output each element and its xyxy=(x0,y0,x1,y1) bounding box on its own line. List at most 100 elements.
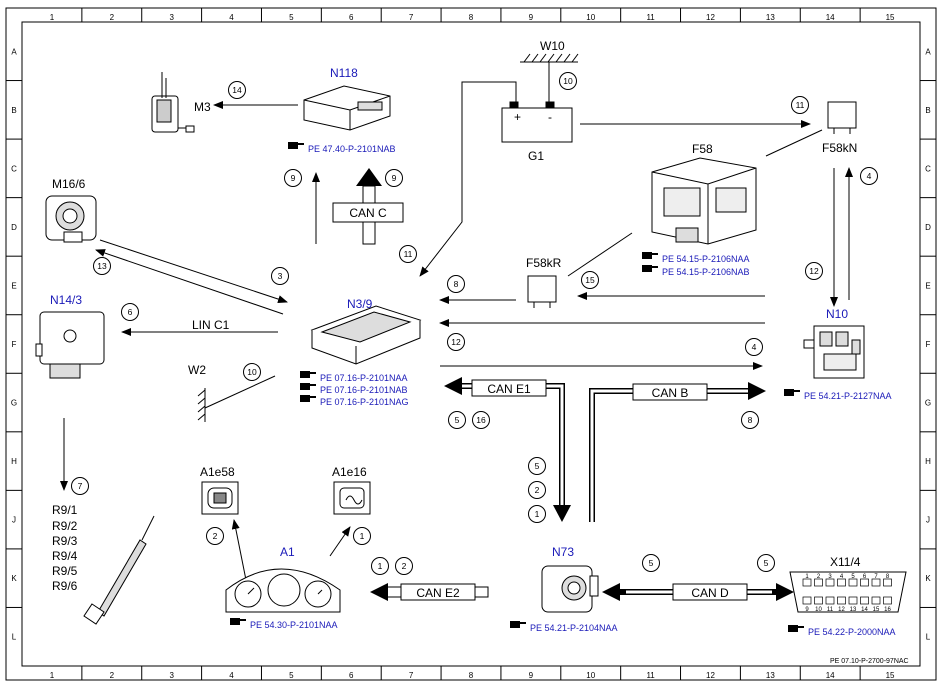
diag-pin-box xyxy=(860,578,869,587)
grid-col-label: 6 xyxy=(349,671,354,680)
grid-col-label: 7 xyxy=(409,13,414,22)
label-x11-4: X11/4 xyxy=(830,555,861,569)
line-f58-f58kn xyxy=(765,129,823,157)
pointing-hand-icon xyxy=(300,371,316,378)
grid-col-label: 2 xyxy=(110,13,115,22)
pointing-hand-icon xyxy=(510,621,526,628)
ref-n118[interactable]: PE 47.40-P-2101NAB xyxy=(308,144,396,154)
r9-glow-plug-image xyxy=(83,515,155,625)
pointing-hand-icon xyxy=(642,265,658,272)
grid-row-label: J xyxy=(12,516,16,525)
label-n73: N73 xyxy=(552,545,574,559)
grid-row-label: F xyxy=(926,340,931,349)
pointing-hand-icon xyxy=(788,625,804,632)
number-circle: 14 xyxy=(228,81,246,99)
f58-fusebox-image xyxy=(651,157,757,245)
inner-frame xyxy=(21,21,921,667)
label-w2: W2 xyxy=(188,363,206,377)
grid-col-label: 10 xyxy=(586,671,595,680)
number-circle: 5 xyxy=(528,457,546,475)
ref-f58-2[interactable]: PE 54.15-P-2106NAB xyxy=(662,267,750,277)
diag-pin-number: 16 xyxy=(884,607,891,613)
diag-pin-number: 11 xyxy=(827,607,834,613)
ref-f58-1[interactable]: PE 54.15-P-2106NAA xyxy=(662,254,750,264)
number-circle-value: 8 xyxy=(454,279,459,289)
grid-row-label: K xyxy=(11,574,17,583)
ref-n3-9-1[interactable]: PE 07.16-P-2101NAA xyxy=(320,373,408,383)
grid-col-label: 8 xyxy=(469,13,474,22)
g1-battery-image xyxy=(501,101,573,143)
can-e2-label: CAN E2 xyxy=(416,586,460,600)
label-r9-3: R9/3 xyxy=(52,534,78,548)
grid-labels: 1122334455667788991010111112121313141415… xyxy=(11,13,931,680)
grid-row-label: F xyxy=(12,340,17,349)
line-m16-n39 xyxy=(99,239,288,303)
number-circle: 12 xyxy=(447,333,465,351)
ref-x11-4[interactable]: PE 54.22-P-2000NAA xyxy=(808,627,896,637)
number-circle-value: 4 xyxy=(752,342,757,352)
number-circle-value: 2 xyxy=(402,561,407,571)
line-w2 xyxy=(204,375,276,409)
grid-row-label: C xyxy=(11,164,17,173)
number-circle-value: 4 xyxy=(867,171,872,181)
diag-pin-box xyxy=(802,596,812,605)
number-circle: 4 xyxy=(745,338,763,356)
grid-row-label: H xyxy=(925,457,931,466)
ref-n3-9-3[interactable]: PE 07.16-P-2101NAG xyxy=(320,397,409,407)
label-r9-1: R9/1 xyxy=(52,503,78,517)
grid-row-label: A xyxy=(11,47,17,56)
number-circle-value: 5 xyxy=(455,415,460,425)
number-circle-value: 11 xyxy=(404,249,413,259)
number-circle: 5 xyxy=(448,411,466,429)
ref-a1[interactable]: PE 54.30-P-2101NAA xyxy=(250,620,338,630)
grid-row-label: C xyxy=(925,164,931,173)
pointing-hand-icon xyxy=(300,395,316,402)
ref-n3-9-2[interactable]: PE 07.16-P-2101NAB xyxy=(320,385,408,395)
diag-pin-number: 8 xyxy=(886,574,890,580)
number-circle: 9 xyxy=(284,169,302,187)
grid-ticks xyxy=(6,8,936,680)
grid-col-label: 14 xyxy=(826,671,835,680)
number-circle-value: 2 xyxy=(213,531,218,541)
grid-col-label: 7 xyxy=(409,671,414,680)
line-a1-a1e16 xyxy=(329,526,351,557)
label-a1e16: A1e16 xyxy=(332,465,367,479)
grid-row-label: B xyxy=(11,106,16,115)
n14-3-glow-control-image xyxy=(35,311,105,379)
number-circle: 2 xyxy=(206,527,224,545)
grid-row-label: L xyxy=(12,633,17,642)
grid-col-label: 12 xyxy=(706,671,715,680)
label-f58kr: F58kR xyxy=(526,256,562,270)
grid-col-label: 9 xyxy=(529,13,534,22)
number-circle: 1 xyxy=(371,557,389,575)
number-circle: 16 xyxy=(472,411,490,429)
battery-minus-label: - xyxy=(548,110,552,124)
grid-row-label: E xyxy=(925,281,930,290)
grid-row-label: B xyxy=(925,106,930,115)
label-a1: A1 xyxy=(280,545,295,559)
diag-pin-box xyxy=(814,578,823,587)
label-r9-4: R9/4 xyxy=(52,549,78,563)
label-g1: G1 xyxy=(528,149,544,163)
grid-row-label: D xyxy=(925,223,931,232)
ref-n73[interactable]: PE 54.21-P-2104NAA xyxy=(530,623,618,633)
number-circle: 2 xyxy=(528,481,546,499)
number-circle-value: 7 xyxy=(78,481,83,491)
diag-pin-box xyxy=(871,596,881,605)
diag-pin-number: 13 xyxy=(850,607,857,613)
can-c-bus: CAN C xyxy=(332,168,404,245)
grid-col-label: 6 xyxy=(349,13,354,22)
a1-instrument-cluster-image xyxy=(225,568,341,613)
n3-9-ecu-image xyxy=(310,305,422,365)
label-m3: M3 xyxy=(194,100,211,114)
f58kn-relay-image xyxy=(827,101,857,134)
diag-pin-number: 4 xyxy=(840,574,844,580)
number-circle-value: 12 xyxy=(451,337,461,347)
line-n39-m16 xyxy=(95,249,284,315)
grid-row-label: J xyxy=(926,516,930,525)
grid-row-label: D xyxy=(11,223,17,232)
ref-n10[interactable]: PE 54.21-P-2127NAA xyxy=(804,391,892,401)
